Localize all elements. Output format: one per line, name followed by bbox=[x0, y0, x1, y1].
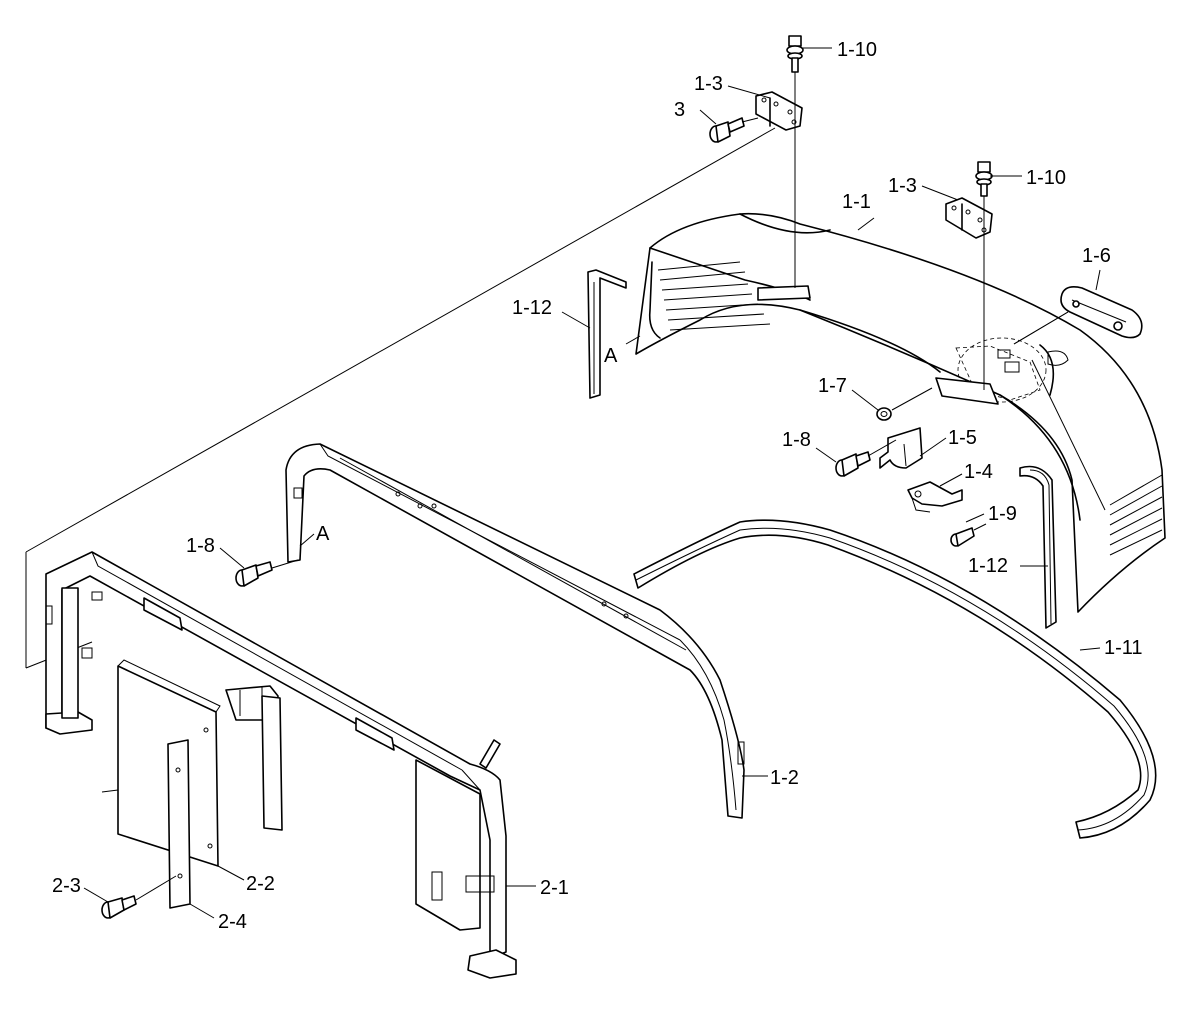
seal-strip-1-12-left bbox=[587, 269, 627, 399]
weather-strip-1-11 bbox=[633, 519, 1157, 839]
bracket-mount-pad bbox=[757, 285, 811, 301]
screw-1-9 bbox=[950, 527, 975, 547]
label-1-1: 1-1 bbox=[842, 191, 871, 213]
label-2-1: 2-1 bbox=[540, 877, 569, 899]
label-1-7: 1-7 bbox=[818, 375, 847, 397]
label-1-12-left: 1-12 bbox=[512, 297, 552, 319]
label-2-4: 2-4 bbox=[218, 911, 247, 933]
rear-cover-right-grille bbox=[1109, 474, 1163, 556]
label-1-8-right: 1-8 bbox=[782, 429, 811, 451]
detail-circle bbox=[957, 337, 1047, 403]
label-1-5: 1-5 bbox=[948, 427, 977, 449]
label-1-10-right: 1-10 bbox=[1026, 167, 1066, 189]
label-1-2: 1-2 bbox=[770, 767, 799, 789]
label-a-lower: A bbox=[316, 523, 330, 545]
label-1-10-top: 1-10 bbox=[837, 39, 877, 61]
side-frame-1-2 bbox=[285, 443, 745, 819]
main-frame-2-1 bbox=[45, 551, 517, 979]
label-1-9: 1-9 bbox=[988, 503, 1017, 525]
rear-cover-1-1 bbox=[635, 212, 1166, 613]
hinge-1-3-right bbox=[945, 197, 993, 239]
handle-1-6 bbox=[1060, 286, 1143, 339]
bolt-1-10-top bbox=[786, 35, 804, 73]
rear-cover-left-grille bbox=[648, 261, 771, 339]
bolt-1-8-right bbox=[835, 451, 871, 477]
label-3: 3 bbox=[674, 99, 685, 121]
label-2-3: 2-3 bbox=[52, 875, 81, 897]
label-1-4: 1-4 bbox=[964, 461, 993, 483]
label-1-3-top: 1-3 bbox=[694, 73, 723, 95]
hinge-1-3-top bbox=[755, 91, 803, 131]
bracket-1-5 bbox=[879, 427, 923, 469]
label-a-upper: A bbox=[604, 345, 618, 367]
label-2-2: 2-2 bbox=[246, 873, 275, 895]
strap-2-4 bbox=[167, 739, 191, 909]
label-1-3-right: 1-3 bbox=[888, 175, 917, 197]
leader-lines bbox=[83, 47, 1101, 919]
seal-strip-1-12-right bbox=[1019, 465, 1057, 629]
label-1-6: 1-6 bbox=[1082, 245, 1111, 267]
bolt-2-3 bbox=[101, 895, 137, 919]
label-1-11: 1-11 bbox=[1104, 637, 1143, 659]
latch-1-4 bbox=[907, 481, 963, 513]
washer-1-7 bbox=[876, 407, 892, 421]
bolt-3 bbox=[709, 117, 745, 143]
part-labels: 1-10 1-3 3 1-10 1-3 1-1 1-6 1-12 A 1-7 1… bbox=[52, 39, 1143, 933]
bolt-1-8-left bbox=[235, 561, 273, 587]
hinge-mount-pad bbox=[935, 377, 999, 405]
label-1-12-right: 1-12 bbox=[968, 555, 1008, 577]
explosion-lines bbox=[135, 72, 1069, 901]
label-1-8-left: 1-8 bbox=[186, 535, 215, 557]
bolt-1-10-right bbox=[975, 161, 993, 197]
